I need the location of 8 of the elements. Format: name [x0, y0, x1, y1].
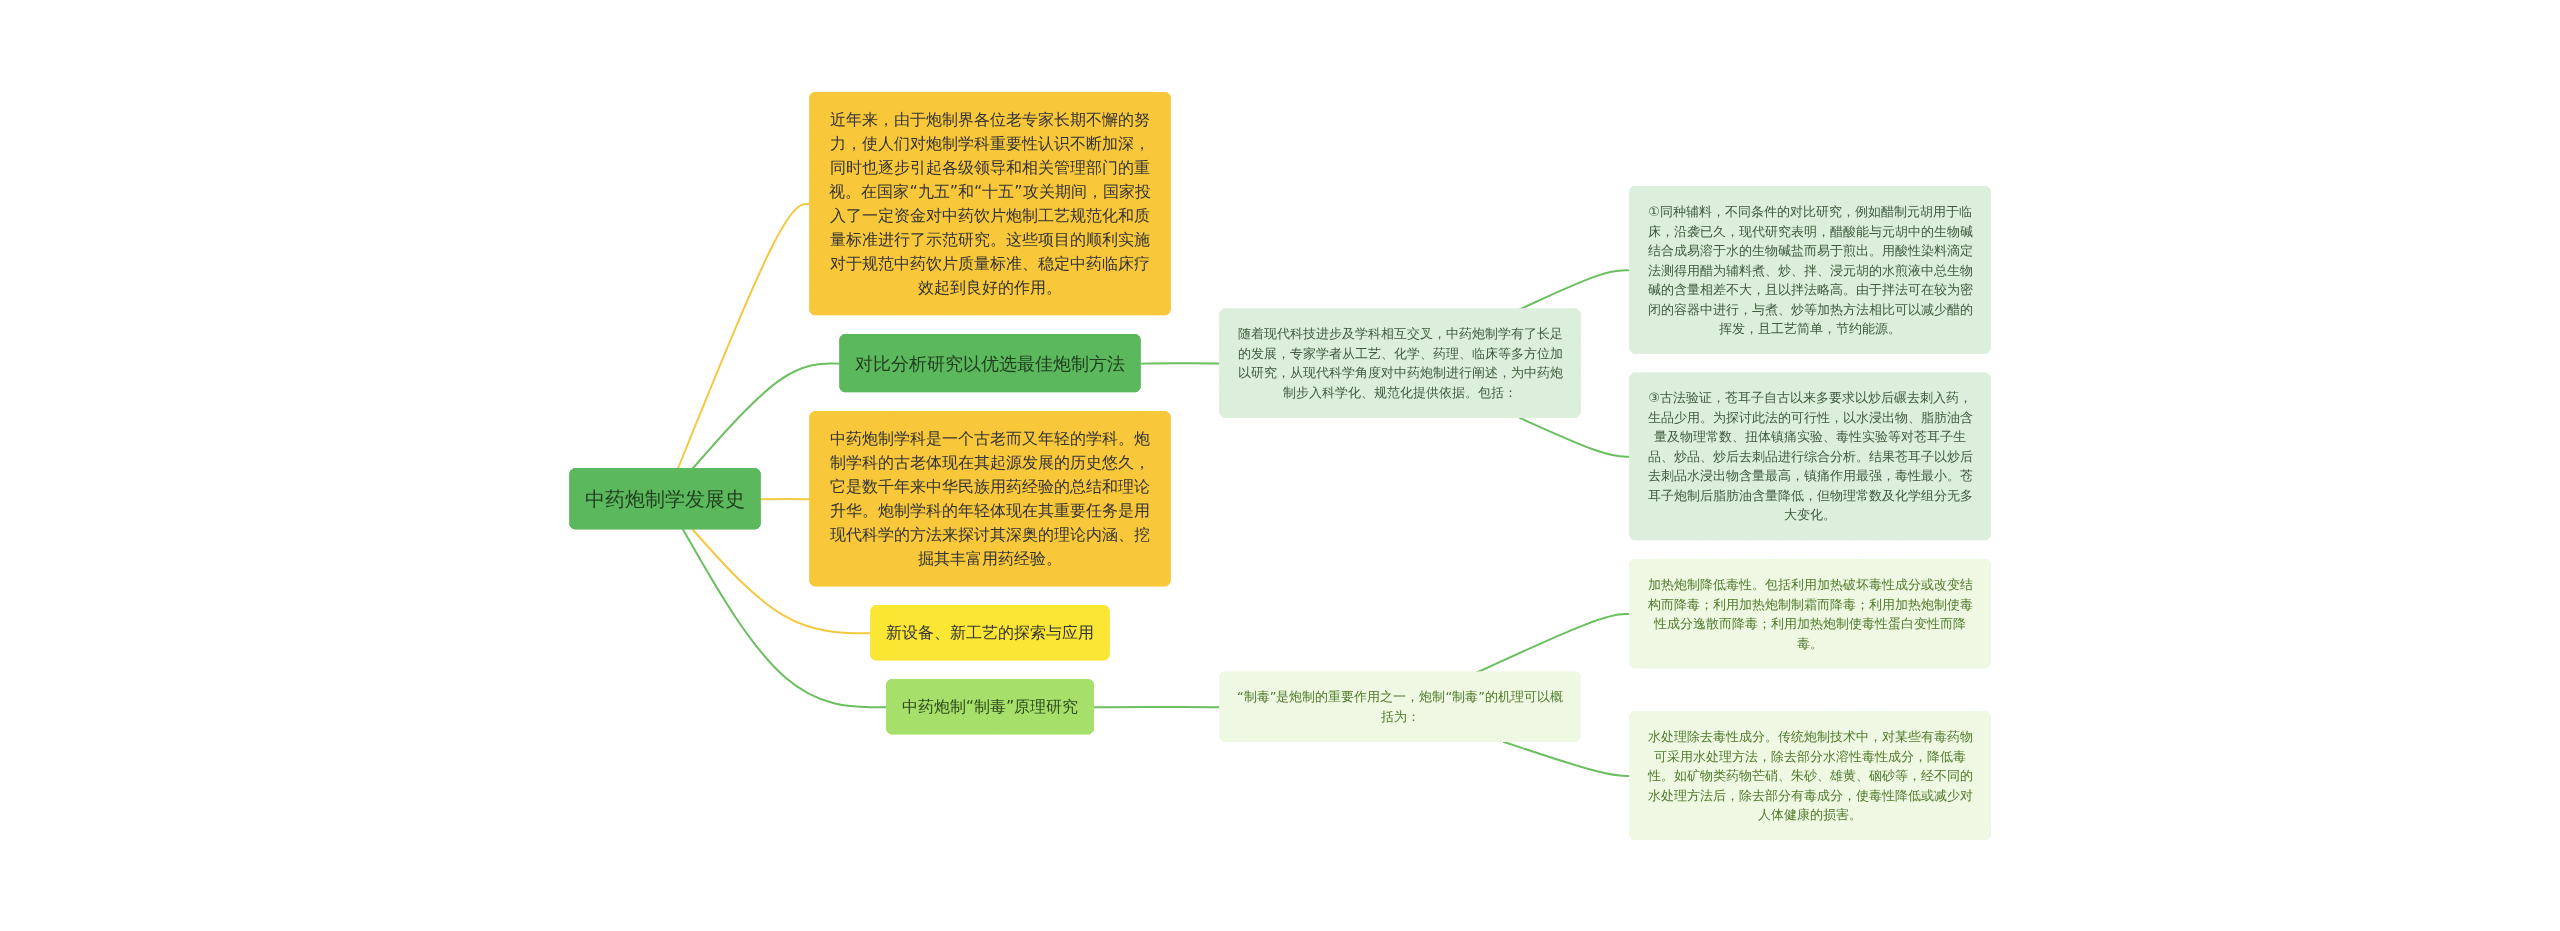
connector: [759, 497, 812, 500]
connector: [1092, 705, 1222, 708]
connector: [691, 362, 842, 470]
connector: [691, 527, 873, 634]
connector: [1502, 740, 1632, 777]
connector: [1518, 416, 1632, 458]
connector: [676, 202, 812, 470]
connector: [1139, 361, 1222, 365]
